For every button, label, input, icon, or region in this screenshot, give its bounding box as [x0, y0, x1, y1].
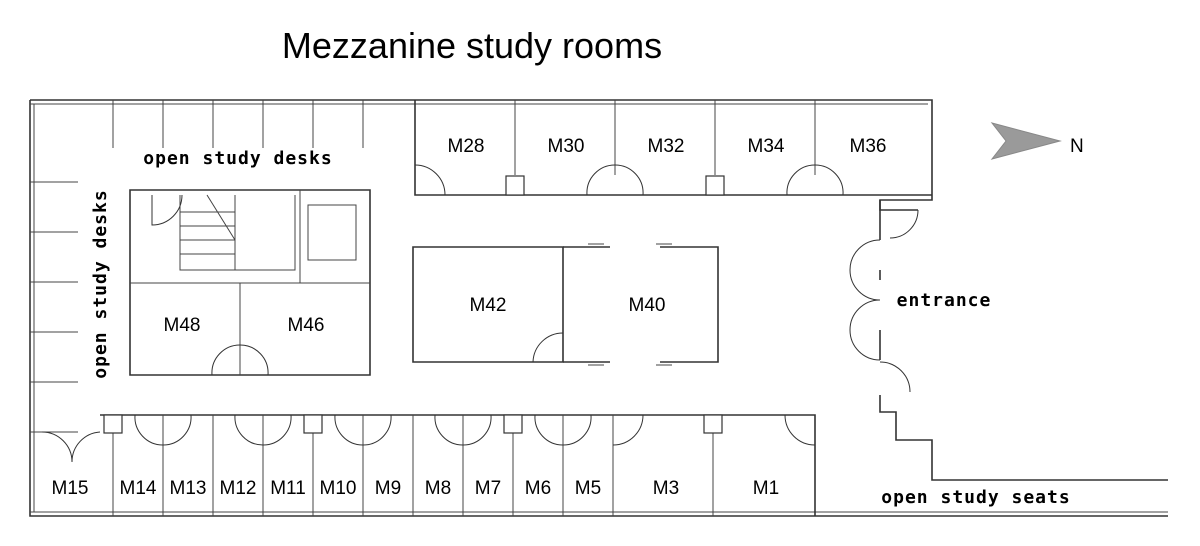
- room-m9: M9: [375, 478, 401, 499]
- room-m40: M40: [629, 295, 666, 316]
- room-m28: M28: [448, 136, 485, 157]
- room-m48: M48: [164, 315, 201, 336]
- room-m12: M12: [220, 478, 257, 499]
- room-m30: M30: [548, 136, 585, 157]
- left-desk-partitions: [30, 181, 78, 433]
- room-m6: M6: [525, 478, 551, 499]
- room-m14: M14: [120, 478, 157, 499]
- room-m1: M1: [753, 478, 779, 499]
- open-study-desks-top-label: open study desks: [143, 148, 332, 169]
- south-room-row: [41, 414, 816, 516]
- north-label: N: [1070, 136, 1084, 157]
- north-arrow-icon: [990, 122, 1062, 160]
- room-m15: M15: [52, 478, 89, 499]
- center-rooms: [412, 243, 719, 366]
- room-m36: M36: [850, 136, 887, 157]
- room-m46: M46: [288, 315, 325, 336]
- room-m34: M34: [748, 136, 785, 157]
- room-m32: M32: [648, 136, 685, 157]
- stairwell-block: [129, 189, 371, 376]
- outer-walls: [29, 99, 1168, 517]
- open-study-seats-label: open study seats: [881, 487, 1070, 508]
- entrance-label: entrance: [897, 290, 992, 311]
- room-m11: M11: [270, 478, 306, 499]
- entrance-doors: [849, 209, 919, 393]
- north-room-row: [414, 100, 932, 196]
- room-m7: M7: [475, 478, 501, 499]
- room-m8: M8: [425, 478, 451, 499]
- top-desk-partitions: [112, 100, 364, 148]
- room-m42: M42: [470, 295, 507, 316]
- page-title: Mezzanine study rooms: [282, 25, 662, 66]
- room-m13: M13: [170, 478, 207, 499]
- room-m10: M10: [320, 478, 357, 499]
- room-m5: M5: [575, 478, 601, 499]
- open-study-desks-left-label: open study desks: [90, 189, 111, 378]
- room-m3: M3: [653, 478, 679, 499]
